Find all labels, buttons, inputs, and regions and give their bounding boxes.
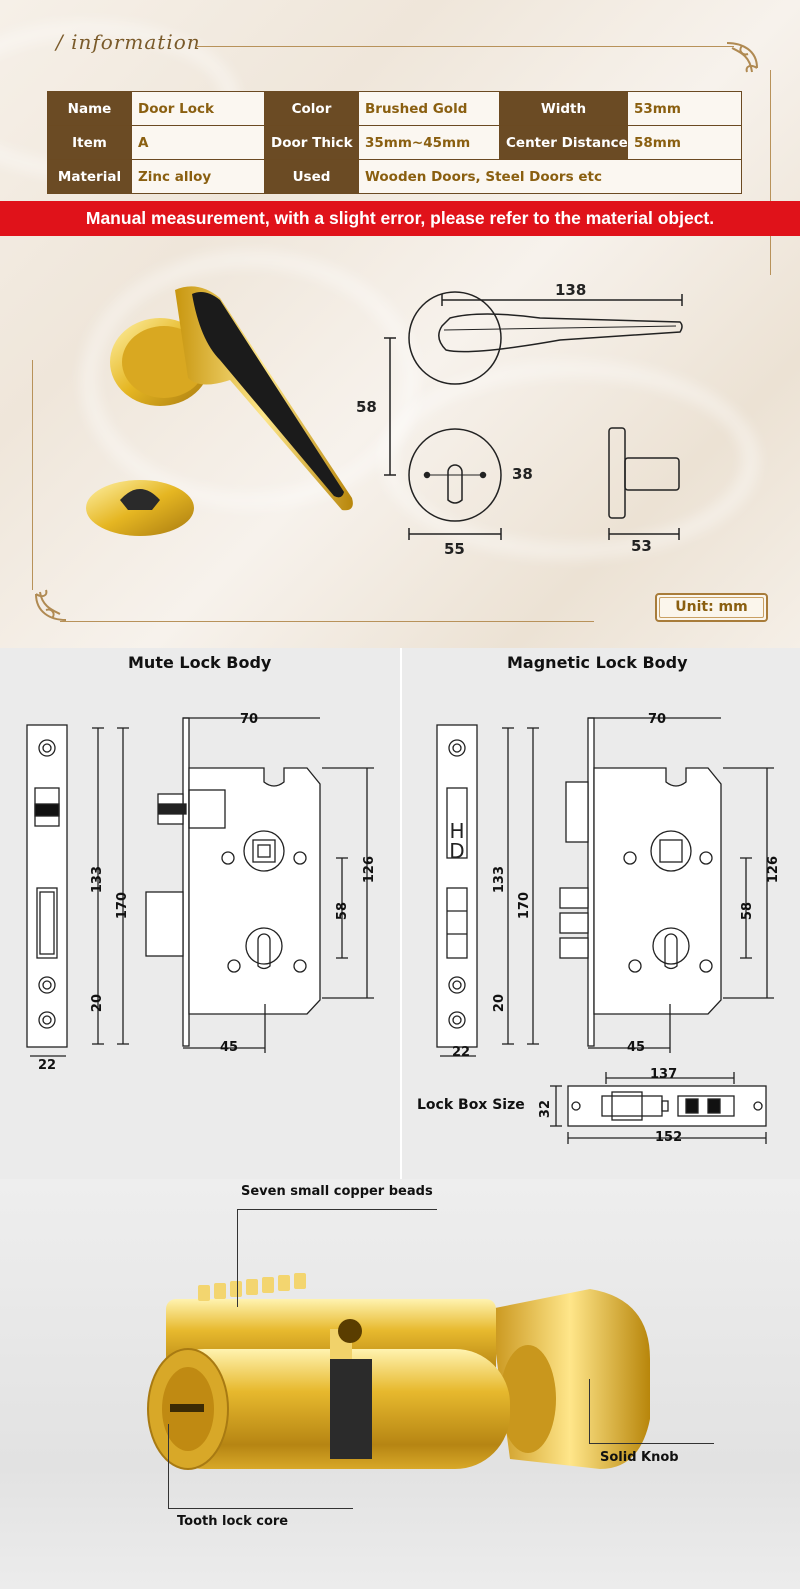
lock-box-length: 152 (655, 1130, 683, 1145)
hd-marking: D (449, 839, 464, 863)
mute-dim-22: 22 (38, 1058, 57, 1073)
dim-handle-length: 138 (555, 281, 587, 299)
magnetic-dim-126: 126 (766, 856, 781, 884)
magnetic-lock-title: Magnetic Lock Body (507, 653, 688, 672)
spec-value: A (131, 125, 265, 160)
mute-dim-58: 58 (335, 902, 350, 921)
magnetic-dim-top: 70 (648, 712, 667, 727)
core-callout: Tooth lock core (177, 1514, 289, 1529)
divider (196, 46, 734, 47)
mute-dim-20: 20 (90, 994, 105, 1013)
section-title: / information (56, 30, 201, 54)
spec-key: Center Distance (499, 125, 628, 160)
hd-marking: H (449, 819, 464, 843)
lock-cylinder-image (147, 1273, 650, 1470)
mute-lock-title: Mute Lock Body (128, 653, 272, 672)
spec-key: Color (264, 91, 359, 126)
divider (400, 648, 402, 1179)
lock-box-height: 32 (538, 1100, 553, 1119)
spec-value: 35mm~45mm (358, 125, 500, 160)
magnetic-dim-20: 20 (492, 994, 507, 1013)
information-section: / information Name Door Lock Color Brush… (0, 0, 800, 648)
dim-center-distance: 58 (356, 398, 377, 416)
spec-value: Door Lock (131, 91, 265, 126)
callout-line (589, 1379, 590, 1443)
callout-line (168, 1508, 353, 1509)
frame-line (770, 70, 771, 275)
magnetic-dim-45: 45 (627, 1040, 646, 1055)
spec-key: Item (47, 125, 132, 160)
mute-dim-126: 126 (362, 856, 377, 884)
spec-value: Zinc alloy (131, 159, 265, 194)
lock-box-inner: 137 (650, 1067, 678, 1082)
callout-line (589, 1443, 714, 1444)
spec-key: Used (264, 159, 359, 194)
callout-line (237, 1209, 437, 1210)
dim-width: 53 (631, 537, 652, 555)
mute-dim-45: 45 (220, 1040, 239, 1055)
mute-lock-drawing (26, 717, 374, 1057)
callout-line (168, 1424, 169, 1508)
door-handle-image (86, 286, 353, 536)
lock-box-drawing (550, 1072, 767, 1144)
spec-value: 53mm (627, 91, 742, 126)
mute-dim-top: 70 (240, 712, 259, 727)
beads-callout: Seven small copper beads (241, 1184, 433, 1199)
table-row: Material Zinc alloy Used Wooden Doors, S… (47, 159, 742, 194)
dim-rose: 55 (444, 540, 465, 558)
magnetic-lock-drawing: H D (436, 717, 774, 1057)
dimension-drawing (384, 291, 683, 540)
lock-body-section: Mute Lock Body Magnetic Lock Body (0, 648, 800, 1179)
corner-ornament-icon (726, 42, 758, 73)
table-row: Name Door Lock Color Brushed Gold Width … (47, 91, 742, 126)
callout-line (237, 1209, 238, 1307)
spec-value: Wooden Doors, Steel Doors etc (358, 159, 742, 194)
spec-value: Brushed Gold (358, 91, 500, 126)
spec-table: Name Door Lock Color Brushed Gold Width … (47, 91, 742, 194)
spec-key: Name (47, 91, 132, 126)
measurement-notice: Manual measurement, with a slight error,… (0, 201, 800, 236)
mute-dim-170: 170 (115, 892, 130, 920)
magnetic-dim-133: 133 (492, 866, 507, 894)
table-row: Item A Door Thick 35mm~45mm Center Dista… (47, 125, 742, 160)
frame-line (32, 360, 33, 590)
magnetic-dim-58: 58 (740, 902, 755, 921)
corner-ornament-icon (35, 589, 67, 621)
magnetic-dim-22: 22 (452, 1045, 471, 1060)
spec-key: Door Thick (264, 125, 359, 160)
unit-label: Unit: mm (655, 593, 768, 622)
spec-key: Material (47, 159, 132, 194)
frame-line (60, 621, 594, 622)
magnetic-dim-170: 170 (517, 892, 532, 920)
spec-key: Width (499, 91, 628, 126)
knob-callout: Solid Knob (600, 1450, 679, 1465)
cylinder-section: Seven small copper beads Solid Knob Toot… (0, 1179, 800, 1589)
spec-value: 58mm (627, 125, 742, 160)
dim-escutcheon: 38 (512, 465, 533, 483)
lock-box-label: Lock Box Size (417, 1097, 525, 1113)
mute-dim-133: 133 (90, 866, 105, 894)
